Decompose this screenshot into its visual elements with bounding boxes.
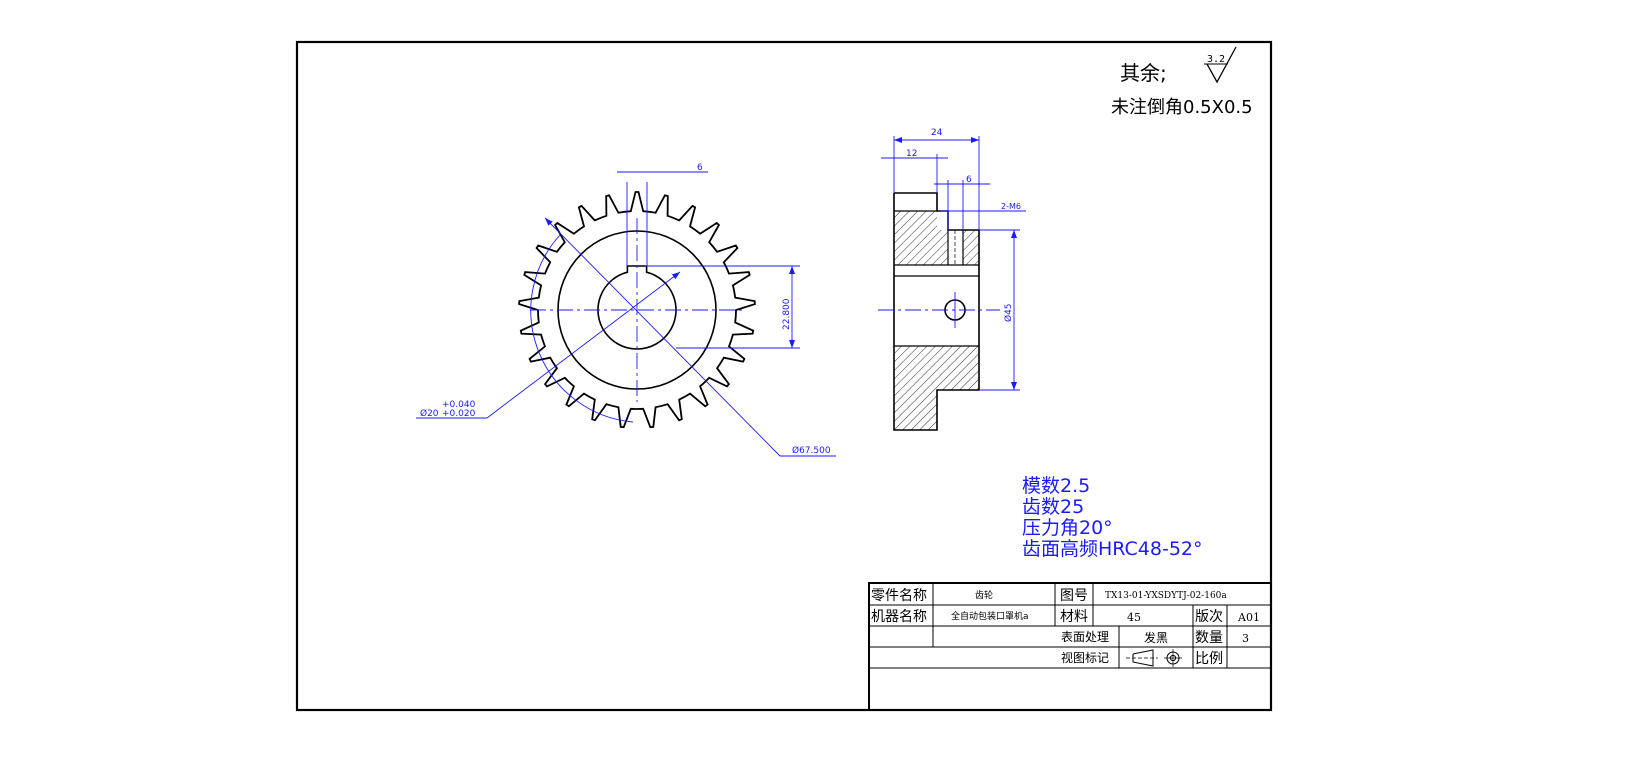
outer-dia-arc: [530, 234, 634, 423]
section-hatch-top: [894, 211, 979, 265]
spec-pressure-angle: 压力角20°: [1022, 517, 1113, 539]
tb-quantity: 3: [1242, 632, 1249, 645]
tb-quantity-label: 数量: [1195, 630, 1223, 646]
tb-drawing-no: TX13-01-YXSDYTJ-02-160a: [1105, 591, 1227, 601]
spec-module: 模数2.5: [1022, 475, 1090, 497]
dim-key-depth: 22.800: [782, 298, 792, 330]
drawing-frame: [295, 40, 1273, 712]
title-block: 零件名称 齿轮 图号 TX13-01-YXSDYTJ-02-160a 机器名称 …: [868, 582, 1272, 711]
dim-outer-dia: Ø67.500: [792, 445, 831, 456]
dim-side-hub-width: 12: [906, 149, 917, 159]
roughness-value: 3.2: [1207, 54, 1225, 65]
dim-side-slot-width: 6: [966, 175, 972, 185]
gear-tooth-profile: [518, 191, 756, 429]
tb-machine-name-label: 机器名称: [871, 609, 927, 625]
dim-bore-tol-upper: +0.040: [442, 400, 476, 410]
tb-scale-label: 比例: [1195, 651, 1223, 667]
rest-roughness-label: 其余;: [1120, 61, 1167, 85]
tb-surface: 发黑: [1144, 630, 1168, 645]
gear-specs: 模数2.5 齿数25 压力角20° 齿面高频HRC48-52°: [1022, 475, 1203, 560]
dim-set-screw: 2-M6: [1001, 202, 1021, 211]
tb-drawing-no-label: 图号: [1060, 588, 1088, 604]
tb-view-label: 视图标记: [1061, 650, 1109, 665]
tb-part-name: 齿轮: [975, 589, 993, 601]
gear-side-section: 24 12 6 2-M6 Ø45: [878, 128, 1026, 431]
roughness-symbol: 3.2: [1204, 46, 1237, 84]
dim-side-total-width: 24: [931, 128, 943, 138]
spec-teeth: 齿数25: [1022, 496, 1084, 518]
chamfer-note: 未注倒角0.5X0.5: [1111, 97, 1253, 118]
tb-revision-label: 版次: [1195, 609, 1223, 625]
gear-front-view: 6 22.800 Ø67.500 +0.040 Ø20 +0.020: [416, 163, 836, 457]
tb-material: 45: [1127, 611, 1141, 624]
tb-machine-name: 全自动包装口罩机a: [951, 610, 1029, 622]
tb-material-label: 材料: [1060, 609, 1088, 625]
tb-surface-label: 表面处理: [1061, 630, 1109, 644]
section-hatch-bottom: [894, 346, 979, 390]
tb-part-name-label: 零件名称: [871, 588, 927, 604]
dim-key-width: 6: [697, 163, 703, 173]
projection-symbol-icon: [1126, 649, 1182, 667]
tb-revision: A01: [1237, 611, 1260, 624]
section-hatch-bottom-rim: [894, 390, 937, 430]
dim-bore-tol-lower: +0.020: [442, 409, 476, 419]
dim-bore-dia: Ø20: [420, 408, 439, 419]
dim-hub-dia: Ø45: [1003, 303, 1014, 322]
spec-hardening: 齿面高频HRC48-52°: [1022, 538, 1203, 560]
